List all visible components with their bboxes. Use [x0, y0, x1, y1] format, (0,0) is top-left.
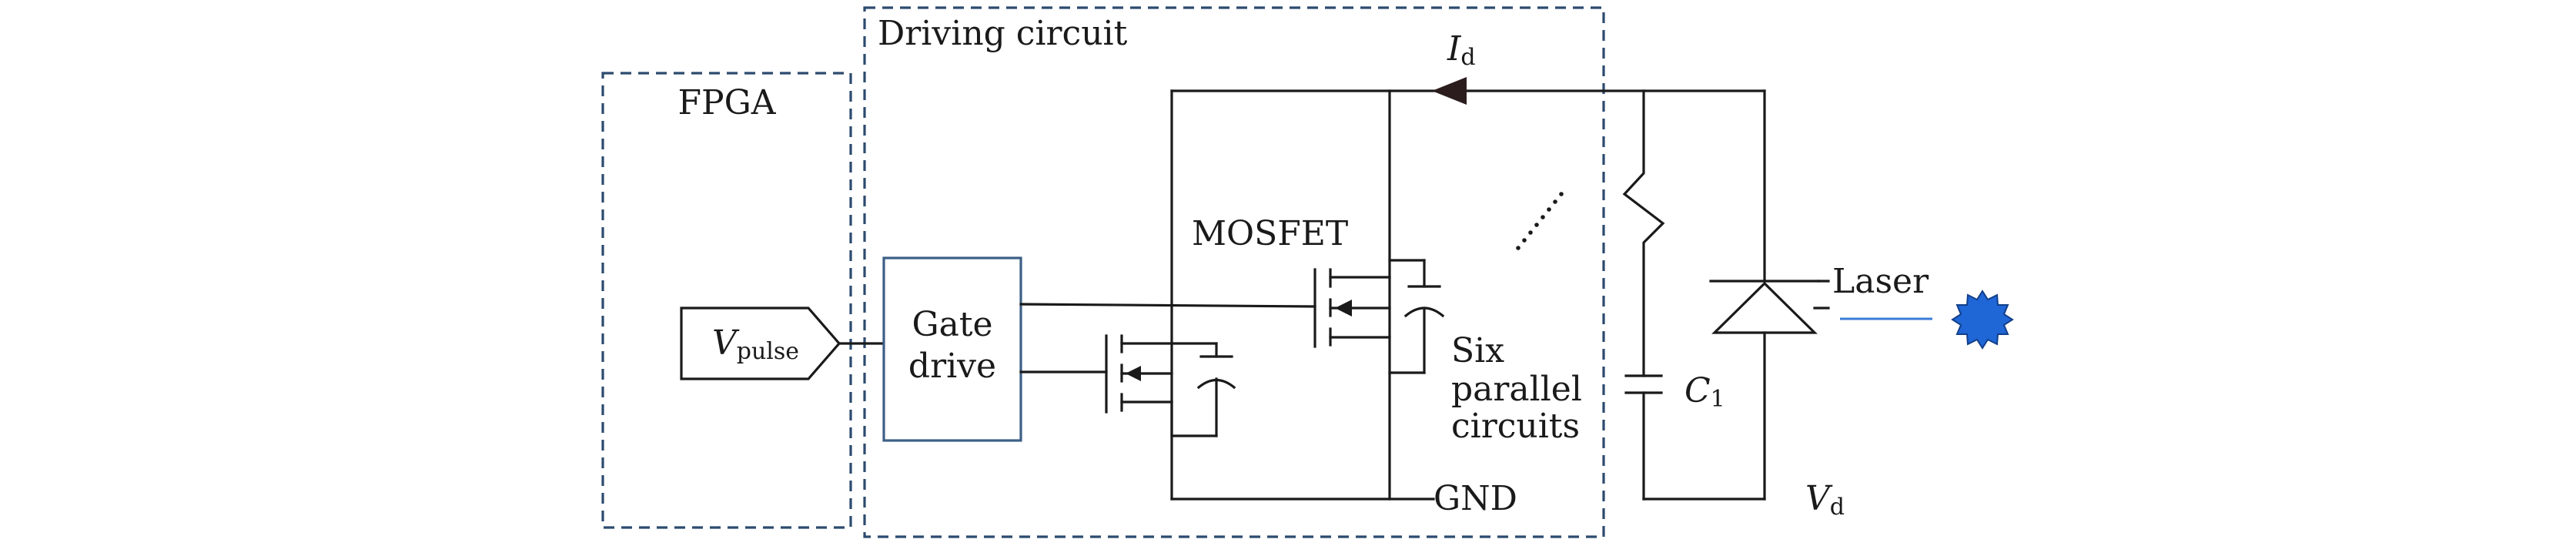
vd-label: Vd: [1805, 479, 1845, 521]
current-arrow: [1432, 77, 1467, 105]
laser-diode-symbol: [1709, 89, 1830, 501]
fpga-block: [601, 72, 852, 529]
gate-drive-label-line2: drive: [908, 347, 996, 386]
mosfet-label: MOSFET: [1192, 214, 1348, 253]
laser-label: Laser: [1832, 262, 1929, 301]
six-parallel-label-line3: circuits: [1451, 407, 1580, 446]
resistor-symbol: [1622, 89, 1665, 377]
gate-drive-label-line1: Gate: [912, 305, 992, 344]
gate-drive-to-mosfet-wire: [1019, 303, 1316, 308]
vpulse-source: [680, 306, 841, 380]
fpga-title: FPGA: [677, 83, 776, 122]
driving-circuit-block: [863, 6, 1605, 538]
six-parallel-label-line1: Six: [1451, 331, 1504, 370]
laser-emission-icon: [1951, 290, 2014, 350]
driving-circuit-title: Driving circuit: [878, 14, 1128, 53]
gnd-label: GND: [1434, 479, 1517, 518]
six-parallel-label-line2: parallel: [1451, 370, 1582, 409]
main-mosfet-symbol: [1313, 259, 1445, 374]
parallel-ellipsis: [1516, 192, 1564, 250]
current-label: Id: [1447, 29, 1476, 71]
capacitor-c1-symbol: [1624, 374, 1663, 501]
gate-drive-block: [882, 256, 1022, 442]
capacitor-label: C1: [1684, 371, 1725, 413]
vpulse-label: Vpulse: [712, 323, 799, 365]
small-fet-symbol: [1105, 334, 1236, 437]
